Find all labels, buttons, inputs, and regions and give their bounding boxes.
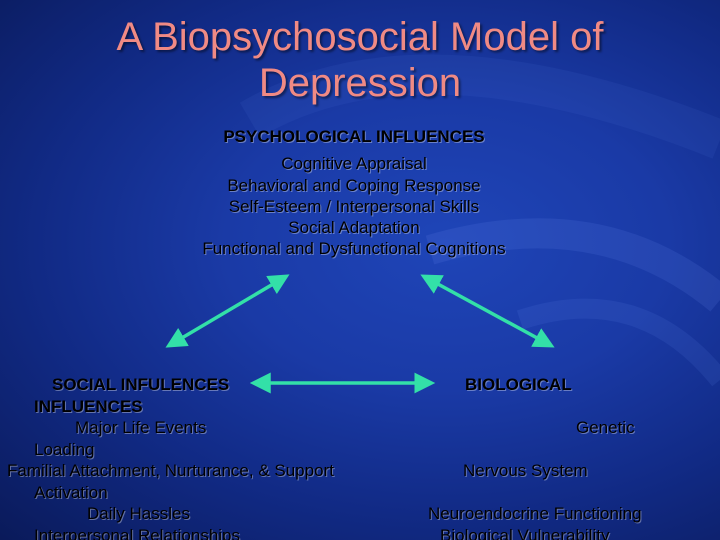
biological-item: Genetic [576, 418, 635, 437]
title-line-1: A Biopsychosocial Model of [116, 15, 604, 59]
title-line-2: Depression [258, 61, 462, 105]
psych-biological-arrow [420, 274, 555, 348]
psychological-item: Self-Esteem / Interpersonal Skills [228, 196, 480, 216]
biological-item: Biological Vulnerability [440, 525, 610, 540]
biological-item: Nervous System [463, 461, 588, 480]
psychological-heading: PSYCHOLOGICAL INFLUENCES [223, 127, 485, 146]
psychological-item: Functional and Dysfunctional Cognitions [202, 239, 506, 259]
social-heading: SOCIAL INFULENCES [52, 375, 230, 394]
biological-heading: BIOLOGICAL [465, 375, 572, 394]
biological-influences-block: BIOLOGICAL Genetic Nervous System Neuroe… [420, 374, 720, 540]
social-item: Loading [34, 439, 95, 459]
social-item: Familial Attachment, Nurturance, & Suppo… [7, 461, 334, 480]
social-item: Interpersonal Relationships [34, 525, 241, 540]
social-item: Activation [34, 482, 108, 502]
psychological-influences-block: PSYCHOLOGICAL INFLUENCES Cognitive Appra… [130, 126, 578, 260]
social-item: Major Life Events [75, 418, 207, 437]
social-item: Daily Hassles [87, 504, 190, 523]
slide-title: A Biopsychosocial Model of Depression [0, 14, 720, 106]
psych-social-arrow [165, 274, 290, 348]
social-influences-block: SOCIAL INFULENCES INFLUENCES Major Life … [0, 374, 400, 540]
social-heading-continued: INFLUENCES [34, 396, 143, 416]
psychological-item: Social Adaptation [288, 218, 420, 238]
psychological-item: Cognitive Appraisal [281, 154, 427, 174]
psychological-item: Behavioral and Coping Response [227, 175, 481, 195]
biological-item: Neuroendocrine Functioning [428, 504, 642, 523]
